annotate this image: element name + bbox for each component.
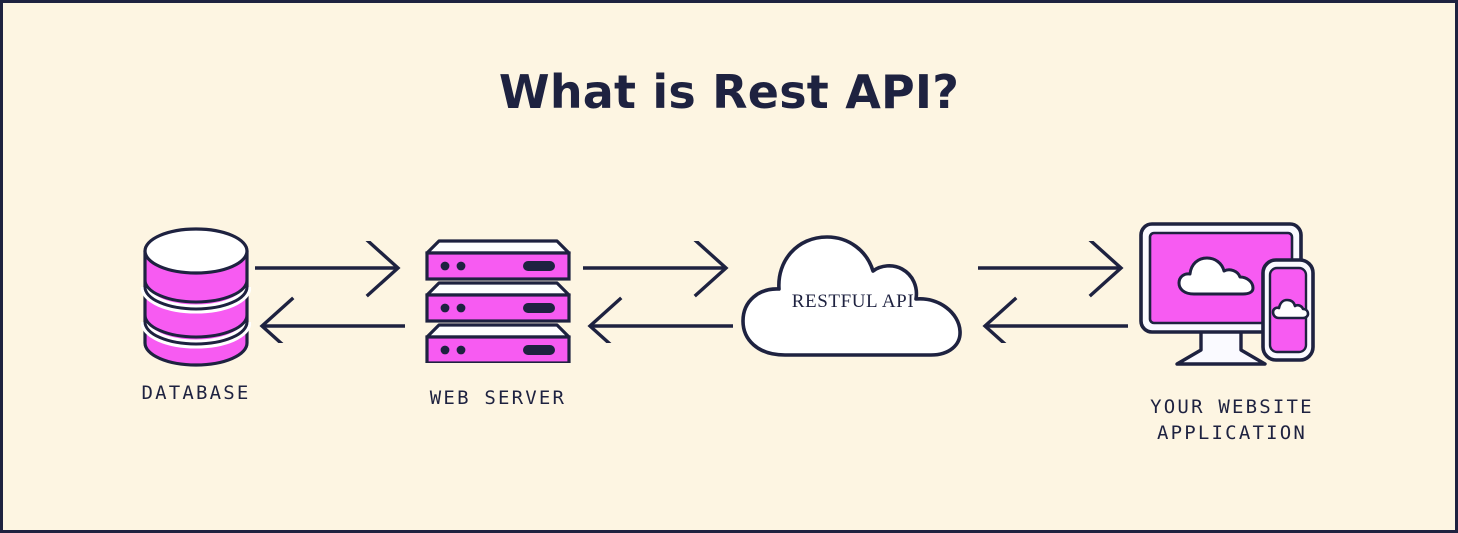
database-cylinder-icon bbox=[140, 227, 252, 367]
arrow-left-server-cloud bbox=[587, 296, 733, 356]
node-client-label: YOUR WEBSITE APPLICATION bbox=[1150, 396, 1314, 444]
node-database bbox=[140, 225, 252, 370]
desktop-and-phone-icon bbox=[1139, 222, 1315, 366]
node-database-label: DATABASE bbox=[141, 382, 251, 404]
connection-db-server bbox=[255, 238, 405, 356]
node-restful-api: RESTFUL API bbox=[739, 231, 967, 359]
page-title: What is Rest API? bbox=[498, 65, 960, 119]
cloud-icon bbox=[741, 235, 962, 357]
arrow-right-server-cloud bbox=[583, 238, 729, 298]
arrow-left-cloud-client bbox=[982, 296, 1128, 356]
arrow-right-db-server bbox=[255, 238, 401, 298]
node-client bbox=[1137, 218, 1327, 370]
connection-server-cloud bbox=[583, 238, 733, 356]
node-web-server-label: WEB SERVER bbox=[429, 387, 567, 409]
arrow-left-db-server bbox=[259, 296, 405, 356]
connection-cloud-client bbox=[978, 238, 1128, 356]
node-web-server bbox=[423, 231, 573, 365]
server-rack-icon bbox=[425, 239, 571, 365]
node-restful-api-label: RESTFUL API bbox=[791, 291, 915, 312]
arrow-right-cloud-client bbox=[978, 238, 1124, 298]
